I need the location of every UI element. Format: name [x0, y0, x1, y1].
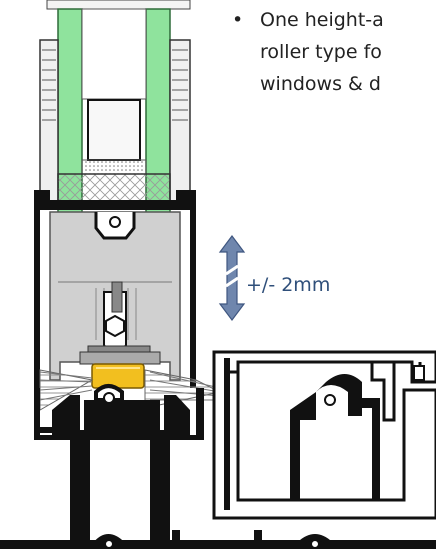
- bullet-text-line-2: roller type fo: [260, 41, 382, 63]
- bullet-line-1: • One height-a: [230, 4, 436, 36]
- bullet-text-line-3: windows & d: [260, 73, 381, 95]
- sash-profile: [34, 190, 196, 388]
- bottom-frame-profile: [0, 530, 436, 549]
- up-down-arrow-icon: [218, 235, 246, 321]
- glazing-gasket-left: [39, 39, 59, 206]
- feature-bullet: • One height-a roller type fo windows & …: [230, 4, 436, 100]
- glazing-gasket-right: [169, 39, 191, 206]
- outer-frame-profile: [212, 350, 436, 520]
- roller-carrier: [79, 345, 161, 365]
- adjustment-label: +/- 2mm: [246, 274, 330, 296]
- bullet-marker: •: [232, 9, 244, 31]
- roller-wheel: [91, 363, 145, 389]
- hex-screw-icon: [105, 314, 125, 338]
- track-rail: [34, 384, 204, 549]
- bullet-line-2: roller type fo: [230, 36, 436, 68]
- bullet-text-line-1: One height-a: [260, 9, 384, 31]
- bullet-line-3: windows & d: [230, 68, 436, 100]
